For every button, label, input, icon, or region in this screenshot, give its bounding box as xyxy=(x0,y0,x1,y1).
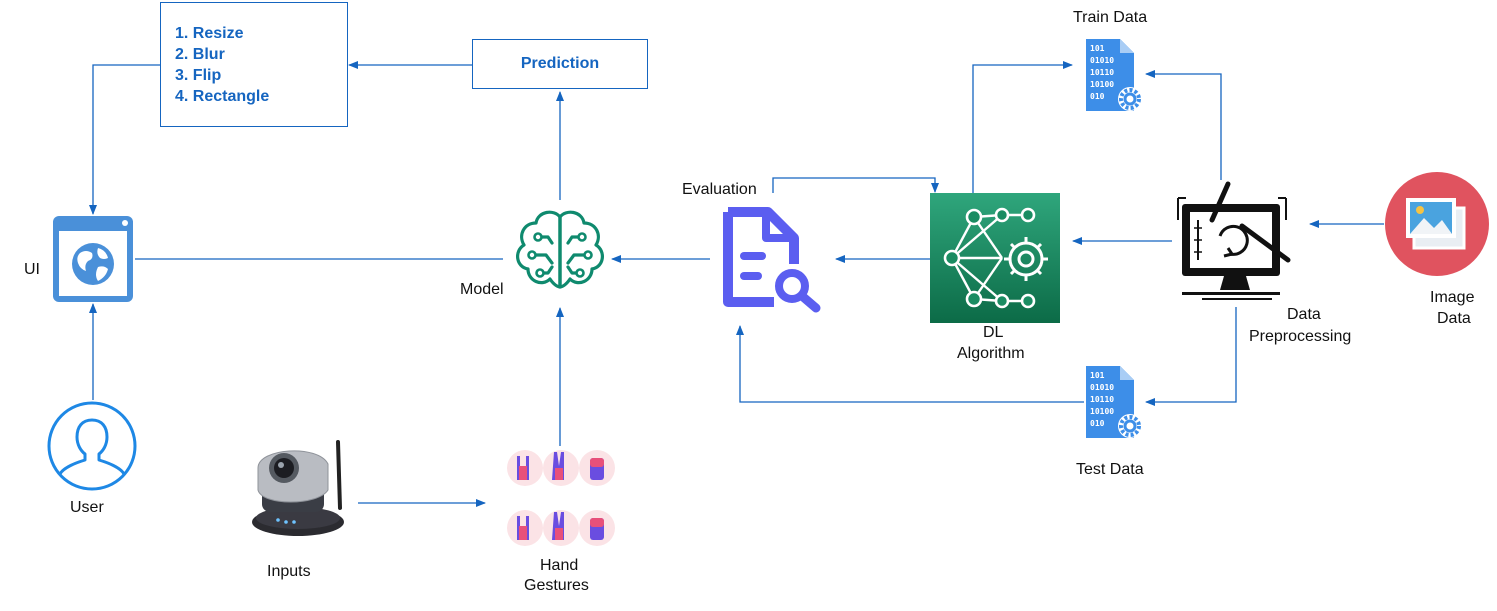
camera-node xyxy=(248,438,348,538)
dl-algorithm-node xyxy=(930,193,1060,323)
user-node xyxy=(46,400,138,492)
test-data-node: 101 01010 10110 10100 010 xyxy=(1084,364,1146,442)
train-data-node: 101 01010 10110 10100 010 xyxy=(1084,37,1146,115)
prediction-box: Prediction xyxy=(472,39,648,89)
train-data-label: Train Data xyxy=(1073,9,1148,26)
document-search-icon xyxy=(723,207,821,313)
binary-file-gear-icon: 101 01010 10110 10100 010 xyxy=(1086,39,1142,111)
step-2: 2. Blur xyxy=(175,46,225,63)
svg-text:10100: 10100 xyxy=(1090,80,1114,89)
step-1: 1. Resize xyxy=(175,25,244,42)
svg-text:010: 010 xyxy=(1090,92,1105,101)
image-data-label-1: Image xyxy=(1430,289,1475,306)
svg-text:10110: 10110 xyxy=(1090,68,1114,77)
hand-gestures-label-1: Hand xyxy=(540,557,579,574)
svg-text:10110: 10110 xyxy=(1090,395,1114,404)
model-label: Model xyxy=(460,281,504,298)
svg-text:010: 010 xyxy=(1090,419,1105,428)
data-preprocessing-label-2: Preprocessing xyxy=(1249,328,1352,345)
hand-gestures-icon xyxy=(507,450,615,546)
ui-node xyxy=(52,215,134,303)
prediction-label: Prediction xyxy=(520,55,600,72)
svg-text:101: 101 xyxy=(1090,44,1105,53)
svg-text:101: 101 xyxy=(1090,371,1105,380)
image-data-label-2: Data xyxy=(1437,310,1471,327)
user-avatar-icon xyxy=(47,401,137,491)
hand-gestures-label-2: Gestures xyxy=(524,577,589,594)
step-3: 3. Flip xyxy=(175,67,222,84)
binary-file-gear-icon: 101 01010 10110 10100 010 xyxy=(1086,366,1142,438)
data-preprocessing-node xyxy=(1172,180,1298,306)
evaluation-node xyxy=(716,204,826,314)
svg-text:01010: 01010 xyxy=(1090,56,1114,65)
dl-label-1: DL xyxy=(983,324,1004,341)
preprocess-steps-box: 1. Resize 2. Blur 3. Flip 4. Rectangle xyxy=(160,2,348,127)
monitor-design-icon xyxy=(1177,181,1291,300)
brain-circuit-icon xyxy=(516,210,604,289)
data-preprocessing-label-1: Data xyxy=(1287,306,1321,323)
svg-text:10100: 10100 xyxy=(1090,407,1114,416)
hand-gestures-node xyxy=(505,446,617,554)
step-4: 4. Rectangle xyxy=(175,88,270,105)
user-label: User xyxy=(70,499,104,516)
image-data-node xyxy=(1384,172,1490,276)
dl-label-2: Algorithm xyxy=(957,345,1025,362)
browser-globe-icon xyxy=(53,216,133,302)
image-photo-icon xyxy=(1385,172,1489,276)
model-node xyxy=(508,207,612,307)
webcam-icon xyxy=(252,440,344,536)
inputs-label: Inputs xyxy=(267,563,311,580)
neural-network-gear-icon xyxy=(930,193,1060,323)
ui-label: UI xyxy=(24,261,40,278)
test-data-label: Test Data xyxy=(1076,461,1144,478)
svg-text:01010: 01010 xyxy=(1090,383,1114,392)
evaluation-label: Evaluation xyxy=(682,181,757,198)
